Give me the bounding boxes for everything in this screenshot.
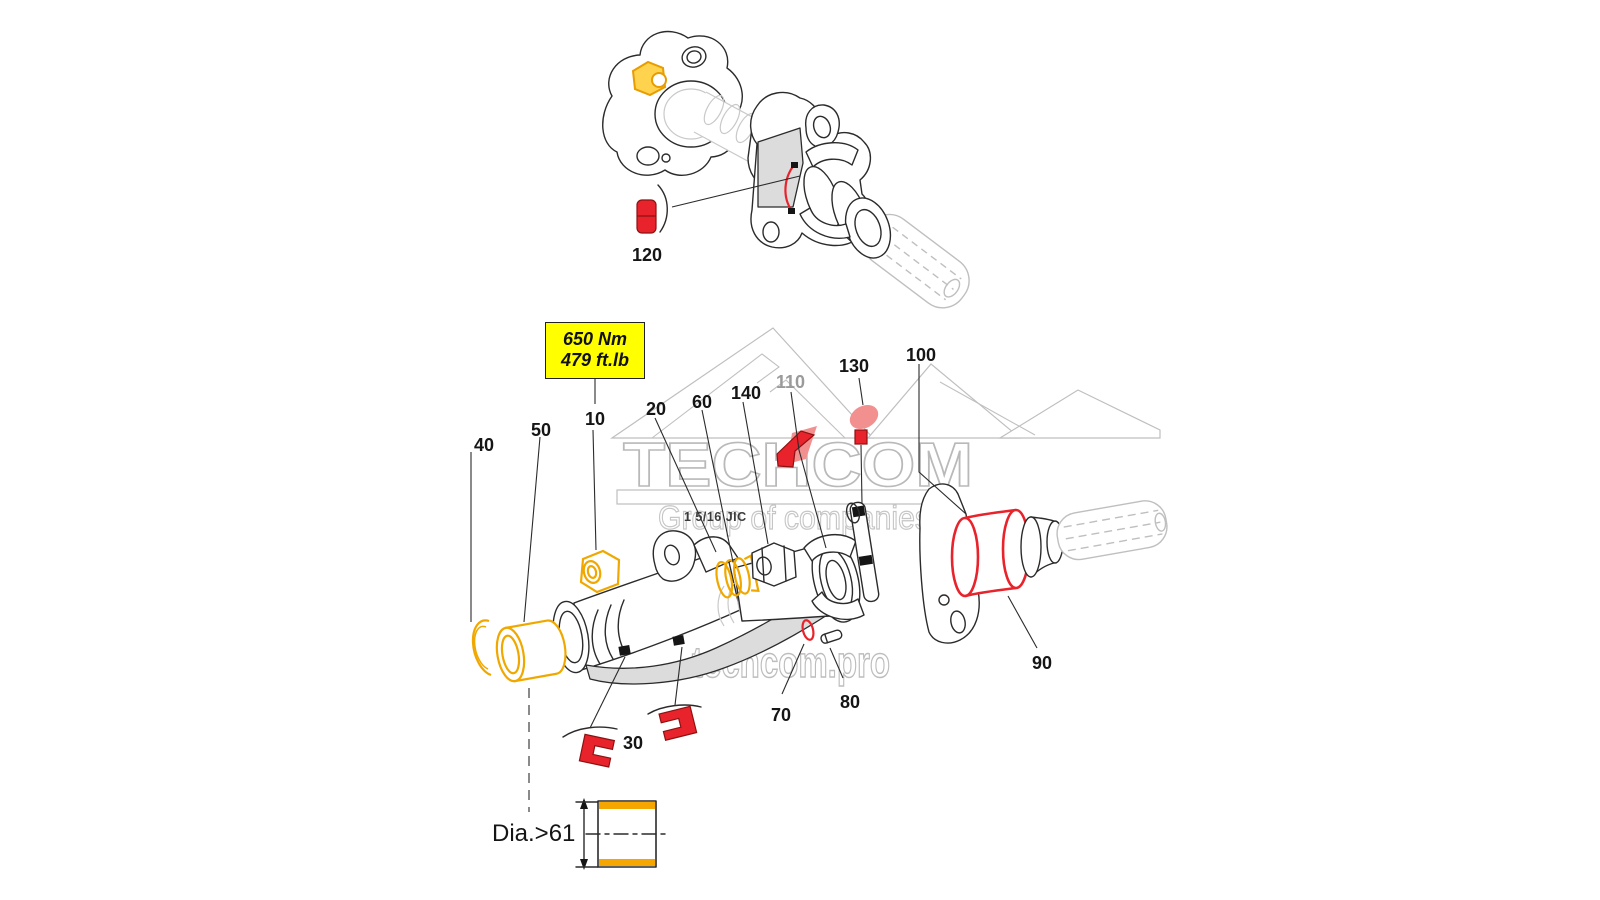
part-label-80: 80 <box>840 692 861 712</box>
housing-web <box>757 127 804 208</box>
fork-ear <box>652 530 697 582</box>
dimension-ticks <box>575 801 599 868</box>
part-label-110: 110 <box>776 372 806 392</box>
watermark-mountain-mid <box>866 363 1022 439</box>
shaft-boot <box>1020 516 1064 578</box>
fork-upper-arm <box>693 536 739 573</box>
arrow-head-up <box>580 798 588 809</box>
torque-line2: 479 ft.lb <box>560 350 630 370</box>
part-label-50: 50 <box>531 420 552 440</box>
part-label-60: 60 <box>692 392 713 412</box>
part-label-10: 10 <box>585 409 606 429</box>
housing-ear <box>805 104 840 148</box>
leader-lines <box>470 364 1038 729</box>
bearing-cap-lower <box>799 207 851 239</box>
detail-figure <box>528 688 669 870</box>
part-label-100: 100 <box>906 345 937 365</box>
torque-line1: 650 Nm <box>562 329 628 349</box>
watermark-brand: TECHCOM <box>623 431 973 500</box>
part-80-pin <box>820 629 843 644</box>
bellows <box>717 576 755 627</box>
part-70-oring <box>801 619 815 641</box>
diameter-note: Dia.>61 <box>492 820 576 847</box>
flange-small-hole <box>661 153 671 163</box>
part-110-clip <box>776 426 817 468</box>
part-label-70: 70 <box>771 705 792 725</box>
part-label-130: 130 <box>839 356 870 376</box>
part-label-120: 120 <box>632 245 663 265</box>
groove-marker-left <box>618 645 631 656</box>
clamp-strip <box>849 501 880 603</box>
clamp-ear-hole <box>845 502 861 524</box>
part-label-90: 90 <box>1032 653 1053 673</box>
fork-ear-hole <box>663 544 681 566</box>
watermark-mountain-fold <box>651 353 846 439</box>
ring-end-mark <box>791 162 798 168</box>
housing-hole <box>950 610 966 634</box>
main-assembly <box>470 364 1168 768</box>
housing-ear-hole <box>812 115 832 139</box>
arrow-head-down <box>580 859 588 870</box>
splined-shaft-right <box>1056 500 1168 561</box>
plug-highlight-yellow <box>631 60 667 97</box>
flange-bolt-hole2 <box>636 146 660 166</box>
flange-bolt-hole <box>681 46 707 68</box>
part-40-snap-ring <box>471 619 492 677</box>
part-label-140: 140 <box>731 383 762 403</box>
part-30-clips <box>562 704 702 768</box>
watermark-logo: TECHCOM Group of companies techcom.pro <box>610 327 1161 688</box>
top-assembly <box>602 30 970 309</box>
part-130-plug <box>849 405 879 445</box>
watermark-mountain-right <box>997 389 1161 439</box>
ring-end-mark2 <box>788 208 795 214</box>
center-cap-upper <box>803 533 857 562</box>
bearing-cap-upper <box>805 142 859 168</box>
bushing-wall-top <box>599 802 655 809</box>
watermark-subtitle: Group of companies <box>658 499 930 536</box>
part-10-nut <box>579 549 621 594</box>
part-90-sleeve <box>950 508 1031 598</box>
part-140-nut <box>751 542 797 587</box>
bushing-wall-bottom <box>599 859 655 866</box>
part-120-clip <box>636 184 668 234</box>
fitting-size-note: 1 5/16 JIC <box>684 510 747 524</box>
housing-bolt <box>938 594 950 606</box>
housing-lower-hole <box>762 221 780 243</box>
groove-marker-right <box>672 635 685 646</box>
part-label-40: 40 <box>474 435 495 455</box>
part-label-30: 30 <box>623 733 644 753</box>
flange-bolt-hole-inner <box>686 50 702 64</box>
leader-120 <box>671 175 801 208</box>
watermark-mountain-left <box>610 327 875 439</box>
torque-spec-box: 650 Nm 479 ft.lb <box>545 322 645 379</box>
part-120-installed-ring <box>784 164 795 212</box>
part-50-bushing <box>495 619 567 683</box>
part-label-20: 20 <box>646 399 667 419</box>
watermark-mountain-line <box>939 381 1036 436</box>
center-cap-lower <box>811 591 865 621</box>
bearing-ring-inner <box>854 208 882 248</box>
